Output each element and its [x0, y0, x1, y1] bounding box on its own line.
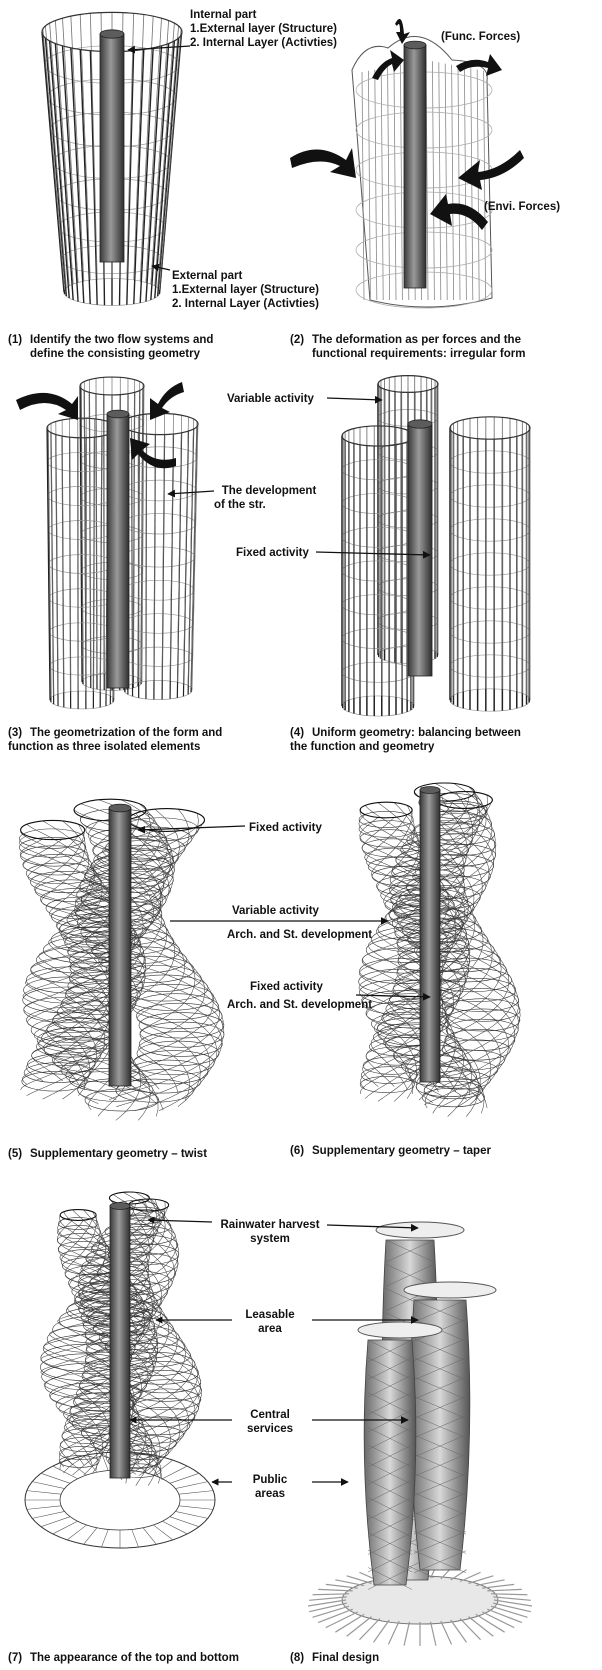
leasable-label-line2: area [230, 1322, 310, 1336]
caption-6: (6)Supplementary geometry – taper [290, 1144, 491, 1158]
caption-8-number: (8) [290, 1651, 312, 1665]
public-label-line1: Public [230, 1473, 310, 1487]
rainwater-label-line1: Rainwater harvest [205, 1218, 335, 1232]
caption-7-line1: The appearance of the top and bottom [30, 1652, 239, 1664]
core-cylinder [408, 424, 432, 676]
caption-7-number: (7) [8, 1651, 30, 1665]
caption-2: (2)The deformation as per forces and the… [290, 333, 525, 361]
panel-5-drawing [19, 799, 224, 1120]
core-cylinder [420, 790, 440, 1082]
fixed-activity-top-label: Fixed activity [249, 821, 322, 835]
central-label-line1: Central [230, 1408, 310, 1422]
caption-4-line2: the function and geometry [290, 740, 521, 754]
core-cylinder [109, 808, 131, 1086]
panel-1-drawing [42, 12, 182, 305]
plaza-base [342, 1576, 498, 1624]
central-label-line2: services [230, 1422, 310, 1436]
caption-3-line2: function as three isolated elements [8, 740, 222, 754]
caption-4-number: (4) [290, 726, 312, 740]
caption-1-number: (1) [8, 333, 30, 347]
caption-8-line1: Final design [312, 1652, 379, 1664]
func-forces-label: (Func. Forces) [441, 30, 520, 44]
core-cylinder [404, 45, 426, 288]
core-cap [100, 30, 124, 38]
panel-8-drawing [308, 1222, 532, 1646]
rainwater-funnel-1 [376, 1222, 464, 1238]
caption-1-line2: define the consisting geometry [8, 347, 213, 361]
core-cap [404, 41, 426, 49]
core-cylinder [107, 414, 129, 688]
caption-4: (4)Uniform geometry: balancing between t… [290, 726, 521, 754]
leasable-label-line1: Leasable [230, 1308, 310, 1322]
caption-8: (8)Final design [290, 1651, 379, 1665]
force-arrow-left [16, 393, 78, 420]
arch-st-development-label-2: Arch. and St. development [227, 998, 372, 1012]
internal-part-title: Internal part [190, 8, 256, 22]
external-part-title: External part [172, 269, 242, 283]
development-label-line2: of the str. [214, 498, 266, 512]
caption-2-number: (2) [290, 333, 312, 347]
caption-5: (5)Supplementary geometry – twist [8, 1147, 207, 1161]
caption-3-number: (3) [8, 726, 30, 740]
caption-2-line1: The deformation as per forces and the [312, 334, 521, 346]
caption-7: (7)The appearance of the top and bottom [8, 1651, 239, 1665]
core-cylinder [100, 34, 124, 262]
envi-forces-label: (Envi. Forces) [484, 200, 560, 214]
external-part-layer-1: 1.External layer (Structure) [172, 283, 319, 297]
fixed-activity-mid-label: Fixed activity [250, 980, 323, 994]
core-cap [408, 420, 432, 428]
caption-4-line1: Uniform geometry: balancing between [312, 727, 521, 739]
rainwater-funnel-2 [404, 1282, 496, 1298]
caption-5-line1: Supplementary geometry – twist [30, 1148, 207, 1160]
variable-activity-label: Variable activity [227, 392, 314, 406]
panel-7-drawing [25, 1192, 215, 1548]
caption-1: (1)Identify the two flow systems and def… [8, 333, 213, 361]
public-label-line2: areas [230, 1487, 310, 1501]
panel-3-drawing [47, 377, 198, 709]
internal-part-layer-1: 1.External layer (Structure) [190, 22, 337, 36]
rainwater-funnel-3 [358, 1322, 442, 1338]
arch-st-development-label-1: Arch. and St. development [227, 928, 372, 942]
core-cylinder [110, 1206, 130, 1478]
caption-6-line1: Supplementary geometry – taper [312, 1145, 491, 1157]
panel-6-drawing [359, 783, 521, 1117]
core-cap [109, 804, 131, 812]
external-part-layer-2: 2. Internal Layer (Activties) [172, 297, 319, 311]
development-arrow [168, 491, 214, 494]
caption-3-line1: The geometrization of the form and [30, 727, 222, 739]
func-force-arrow-2 [456, 54, 502, 76]
envi-force-arrow-left [290, 148, 356, 178]
caption-6-number: (6) [290, 1144, 312, 1158]
caption-2-line2: functional requirements: irregular form [290, 347, 525, 361]
fixed-activity-label: Fixed activity [236, 546, 309, 560]
core-cap [107, 410, 129, 418]
force-arrow-mid [130, 438, 176, 468]
internal-part-layer-2: 2. Internal Layer (Activties) [190, 36, 337, 50]
variable-activity-twist-label: Variable activity [232, 904, 319, 918]
caption-3: (3)The geometrization of the form and fu… [8, 726, 222, 754]
caption-1-line1: Identify the two flow systems and [30, 334, 213, 346]
development-label-line1: The development [214, 484, 324, 498]
func-force-arrow-3 [395, 19, 410, 44]
variable-activity-arrow [327, 398, 382, 400]
panel-4-drawing [342, 376, 530, 716]
rainwater-label-line2: system [205, 1232, 335, 1246]
core-cap [110, 1203, 130, 1210]
core-cap [420, 787, 440, 794]
caption-5-number: (5) [8, 1147, 30, 1161]
